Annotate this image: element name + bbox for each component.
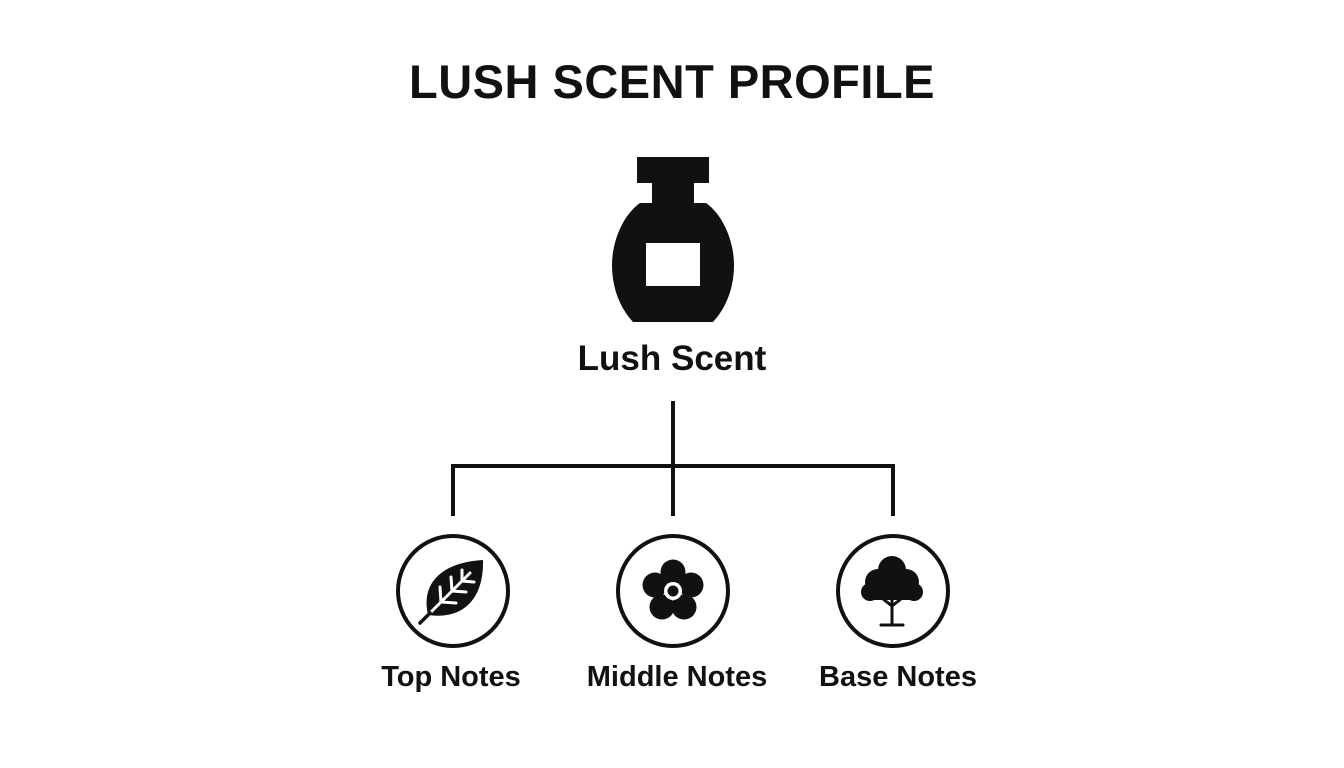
top-notes-node [396, 534, 510, 648]
middle-notes-label: Middle Notes [586, 661, 768, 693]
flower-icon [642, 559, 704, 620]
leaf-icon [418, 560, 484, 625]
diagram-title: LUSH SCENT PROFILE [408, 55, 936, 108]
middle-notes-node [616, 534, 730, 648]
connector-lines [451, 401, 895, 516]
perfume-bottle-icon [612, 157, 734, 322]
tree-icon [861, 556, 923, 627]
root-label: Lush Scent [577, 339, 767, 378]
base-notes-label: Base Notes [819, 661, 977, 693]
base-notes-node [836, 534, 950, 648]
top-notes-label: Top Notes [381, 661, 521, 693]
